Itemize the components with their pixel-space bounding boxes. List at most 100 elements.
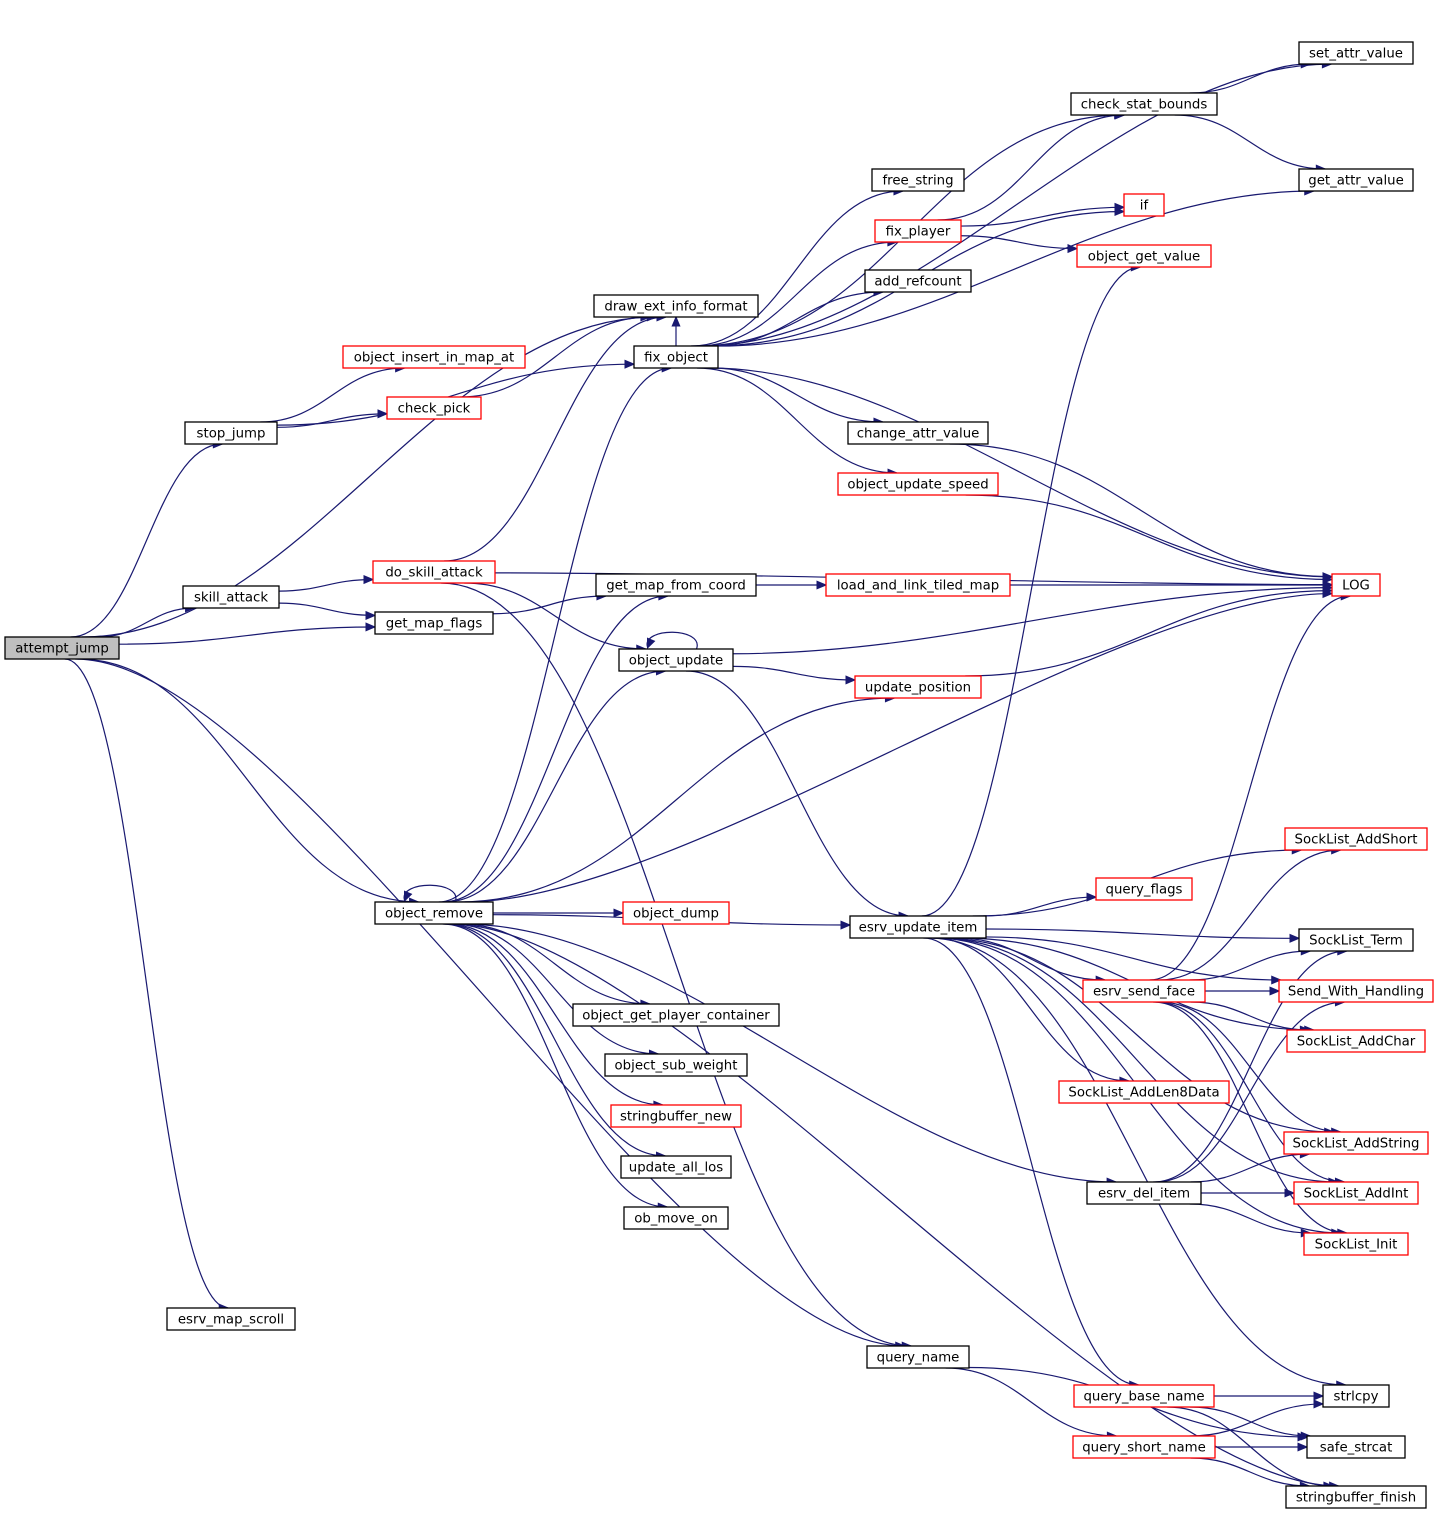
node-fix_player-box[interactable]: [874, 219, 962, 243]
node-object_get_player_container[interactable]: object_get_player_container: [572, 1003, 780, 1027]
node-LOG[interactable]: LOG: [1331, 573, 1381, 597]
node-do_skill_attack[interactable]: do_skill_attack: [372, 560, 496, 584]
node-object_sub_weight-box[interactable]: [604, 1053, 748, 1077]
node-set_attr_value[interactable]: set_attr_value: [1298, 41, 1414, 65]
node-object_update[interactable]: object_update: [618, 648, 734, 672]
node-draw_ext_info_format[interactable]: draw_ext_info_format: [593, 294, 759, 318]
node-esrv_del_item[interactable]: esrv_del_item: [1086, 1181, 1202, 1205]
node-stringbuffer_new-box[interactable]: [610, 1104, 742, 1128]
node-if-box[interactable]: [1123, 193, 1165, 217]
node-update_all_los[interactable]: update_all_los: [620, 1155, 732, 1179]
node-fix_object-box[interactable]: [633, 345, 719, 369]
node-do_skill_attack-box[interactable]: [372, 560, 496, 584]
node-ob_move_on-box[interactable]: [623, 1206, 729, 1230]
node-update_all_los-box[interactable]: [620, 1155, 732, 1179]
node-esrv_update_item[interactable]: esrv_update_item: [849, 915, 987, 939]
node-SockList_AddShort[interactable]: SockList_AddShort: [1284, 827, 1428, 851]
node-SockList_Init[interactable]: SockList_Init: [1303, 1232, 1409, 1256]
node-query_name[interactable]: query_name: [866, 1345, 970, 1369]
node-get_map_flags-box[interactable]: [374, 611, 494, 635]
node-get_map_from_coord[interactable]: get_map_from_coord: [595, 573, 757, 597]
node-object_remove-box[interactable]: [374, 901, 494, 925]
node-check_pick-box[interactable]: [386, 396, 482, 420]
node-query_flags-box[interactable]: [1095, 877, 1193, 901]
node-object_remove[interactable]: object_remove: [374, 901, 494, 925]
node-safe_strcat[interactable]: safe_strcat: [1306, 1435, 1406, 1459]
node-query_base_name[interactable]: query_base_name: [1073, 1384, 1215, 1408]
node-add_refcount-box[interactable]: [864, 269, 972, 293]
node-object_update_speed-box[interactable]: [837, 472, 999, 496]
node-update_position[interactable]: update_position: [854, 675, 982, 699]
node-esrv_send_face[interactable]: esrv_send_face: [1082, 979, 1206, 1003]
node-check_stat_bounds-box[interactable]: [1070, 92, 1218, 116]
node-ob_move_on[interactable]: ob_move_on: [623, 1206, 729, 1230]
node-if[interactable]: if: [1123, 193, 1165, 217]
node-stop_jump-box[interactable]: [184, 421, 278, 445]
node-object_get_value-box[interactable]: [1076, 244, 1212, 268]
node-get_attr_value[interactable]: get_attr_value: [1298, 168, 1414, 192]
node-object_get_player_container-box[interactable]: [572, 1003, 780, 1027]
node-esrv_update_item-box[interactable]: [849, 915, 987, 939]
node-esrv_map_scroll-box[interactable]: [166, 1307, 296, 1331]
node-load_and_link_tiled_map[interactable]: load_and_link_tiled_map: [825, 573, 1011, 597]
node-object_sub_weight[interactable]: object_sub_weight: [604, 1053, 748, 1077]
node-fix_player[interactable]: fix_player: [874, 219, 962, 243]
node-SockList_AddInt[interactable]: SockList_AddInt: [1293, 1181, 1419, 1205]
node-get_map_from_coord-box[interactable]: [595, 573, 757, 597]
node-fix_object[interactable]: fix_object: [633, 345, 719, 369]
node-free_string-box[interactable]: [871, 168, 965, 192]
node-stop_jump[interactable]: stop_jump: [184, 421, 278, 445]
node-object_update-box[interactable]: [618, 648, 734, 672]
node-update_position-box[interactable]: [854, 675, 982, 699]
node-object_get_value[interactable]: object_get_value: [1076, 244, 1212, 268]
node-object_dump-box[interactable]: [622, 901, 730, 925]
node-query_flags[interactable]: query_flags: [1095, 877, 1193, 901]
node-Send_With_Handling-box[interactable]: [1278, 979, 1434, 1003]
node-attempt_jump[interactable]: attempt_jump: [4, 636, 120, 660]
node-SockList_Term[interactable]: SockList_Term: [1298, 928, 1414, 952]
node-draw_ext_info_format-box[interactable]: [593, 294, 759, 318]
node-skill_attack-box[interactable]: [182, 585, 280, 609]
node-SockList_AddString[interactable]: SockList_AddString: [1283, 1131, 1429, 1155]
node-get_attr_value-box[interactable]: [1298, 168, 1414, 192]
node-query_base_name-box[interactable]: [1073, 1384, 1215, 1408]
node-SockList_Term-box[interactable]: [1298, 928, 1414, 952]
node-SockList_AddChar-box[interactable]: [1286, 1029, 1426, 1053]
node-object_insert_in_map_at-box[interactable]: [342, 345, 526, 369]
node-Send_With_Handling[interactable]: Send_With_Handling: [1278, 979, 1434, 1003]
node-free_string[interactable]: free_string: [871, 168, 965, 192]
node-safe_strcat-box[interactable]: [1306, 1435, 1406, 1459]
node-esrv_del_item-box[interactable]: [1086, 1181, 1202, 1205]
node-check_stat_bounds[interactable]: check_stat_bounds: [1070, 92, 1218, 116]
node-SockList_AddString-box[interactable]: [1283, 1131, 1429, 1155]
node-get_map_flags[interactable]: get_map_flags: [374, 611, 494, 635]
node-SockList_AddLen8Data-box[interactable]: [1058, 1080, 1230, 1104]
node-object_insert_in_map_at[interactable]: object_insert_in_map_at: [342, 345, 526, 369]
node-add_refcount[interactable]: add_refcount: [864, 269, 972, 293]
node-query_name-box[interactable]: [866, 1345, 970, 1369]
node-strlcpy[interactable]: strlcpy: [1322, 1384, 1390, 1408]
node-esrv_send_face-box[interactable]: [1082, 979, 1206, 1003]
node-query_short_name[interactable]: query_short_name: [1072, 1435, 1216, 1459]
node-SockList_AddLen8Data[interactable]: SockList_AddLen8Data: [1058, 1080, 1230, 1104]
node-LOG-box[interactable]: [1331, 573, 1381, 597]
node-stringbuffer_finish-box[interactable]: [1285, 1485, 1427, 1509]
node-change_attr_value-box[interactable]: [847, 421, 989, 445]
node-strlcpy-box[interactable]: [1322, 1384, 1390, 1408]
node-set_attr_value-box[interactable]: [1298, 41, 1414, 65]
node-SockList_Init-box[interactable]: [1303, 1232, 1409, 1256]
node-check_pick[interactable]: check_pick: [386, 396, 482, 420]
node-SockList_AddChar[interactable]: SockList_AddChar: [1286, 1029, 1426, 1053]
node-esrv_map_scroll[interactable]: esrv_map_scroll: [166, 1307, 296, 1331]
node-skill_attack[interactable]: skill_attack: [182, 585, 280, 609]
node-stringbuffer_finish[interactable]: stringbuffer_finish: [1285, 1485, 1427, 1509]
node-attempt_jump-box[interactable]: [4, 636, 120, 660]
node-load_and_link_tiled_map-box[interactable]: [825, 573, 1011, 597]
node-change_attr_value[interactable]: change_attr_value: [847, 421, 989, 445]
node-query_short_name-box[interactable]: [1072, 1435, 1216, 1459]
node-SockList_AddInt-box[interactable]: [1293, 1181, 1419, 1205]
node-object_update_speed[interactable]: object_update_speed: [837, 472, 999, 496]
node-object_dump[interactable]: object_dump: [622, 901, 730, 925]
node-SockList_AddShort-box[interactable]: [1284, 827, 1428, 851]
node-stringbuffer_new[interactable]: stringbuffer_new: [610, 1104, 742, 1128]
